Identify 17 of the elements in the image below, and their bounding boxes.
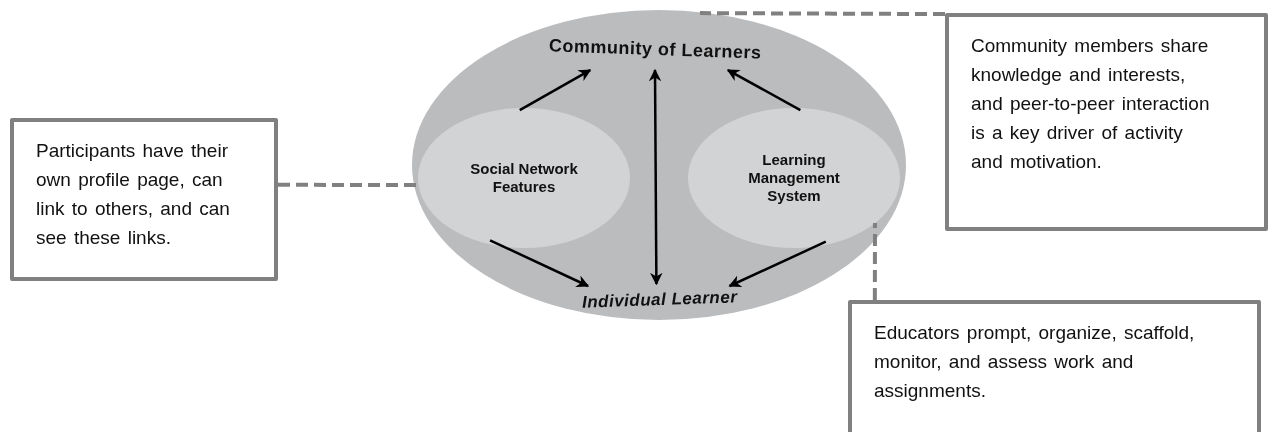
callout-text: Community members share knowledge and interests, and peer-to-peer interaction is a key driver of activity and motivation. [971, 34, 1211, 174]
callout-box [945, 13, 1268, 231]
leader-line [872, 223, 877, 300]
arrow [728, 240, 827, 288]
leader-line [700, 11, 945, 17]
callout-box [848, 300, 1261, 432]
arrow [489, 239, 590, 288]
callout-text: Participants have their own profile page, can link to others, and can see these links. [36, 139, 231, 250]
arrow [648, 68, 663, 286]
arrow [519, 69, 592, 112]
node-label: Social Network Features [469, 160, 579, 196]
node-label: Individual Learner [582, 287, 738, 313]
callout-text: Educators prompt, organize, scaffold, monitor, and assess work and assignments. [874, 321, 1196, 403]
arrow [726, 69, 801, 112]
callout-box [10, 118, 278, 281]
node-label: Community of Learners [548, 34, 762, 64]
node-label: Learning Management System [747, 151, 841, 205]
